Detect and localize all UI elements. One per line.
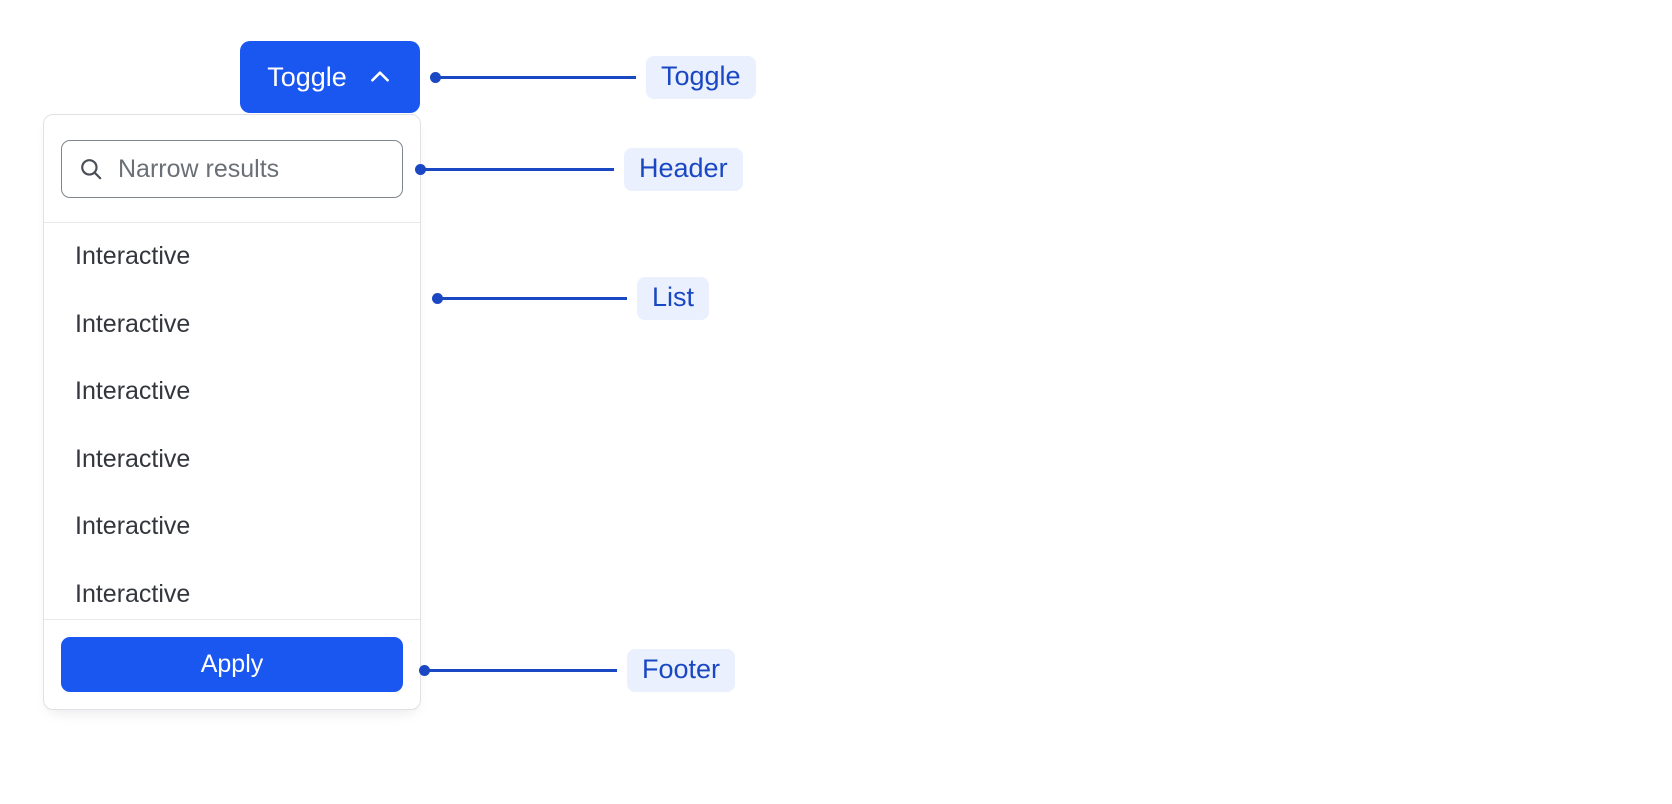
list-item[interactable]: Interactive xyxy=(44,493,420,561)
dropdown-header xyxy=(44,115,420,223)
list-item-label: Interactive xyxy=(75,579,191,608)
list-item[interactable]: Interactive xyxy=(44,223,420,291)
annotation-label: List xyxy=(637,276,710,320)
toggle-button[interactable]: Toggle xyxy=(240,41,420,113)
search-input[interactable] xyxy=(118,154,386,184)
search-icon xyxy=(78,156,104,182)
list-item-label: Interactive xyxy=(75,512,191,541)
toggle-button-label: Toggle xyxy=(267,61,347,92)
apply-button[interactable]: Apply xyxy=(61,637,403,692)
list-item-label: Interactive xyxy=(75,242,191,271)
annotation-dot xyxy=(415,163,426,175)
annotation-line xyxy=(440,75,636,79)
list-item[interactable]: Interactive xyxy=(44,291,420,359)
annotation-line xyxy=(425,167,614,171)
chevron-up-icon xyxy=(367,64,393,90)
annotation-label: Header xyxy=(624,147,743,191)
annotation-line xyxy=(429,668,617,672)
annotation-label: Toggle xyxy=(646,55,756,99)
annotation-dot xyxy=(430,71,441,83)
annotation-label: Footer xyxy=(627,648,736,692)
list-item[interactable]: Interactive xyxy=(44,358,420,426)
list-item[interactable]: Interactive xyxy=(44,426,420,494)
dropdown-list: Interactive Interactive Interactive Inte… xyxy=(44,223,420,619)
list-item-label: Interactive xyxy=(75,377,191,406)
list-item-label: Interactive xyxy=(75,444,191,473)
search-box[interactable] xyxy=(61,140,403,198)
annotation-dot xyxy=(432,292,443,304)
dropdown-panel: Interactive Interactive Interactive Inte… xyxy=(43,114,421,710)
annotation-dot xyxy=(419,664,430,676)
dropdown-footer: Apply xyxy=(44,619,420,709)
list-item[interactable]: Interactive xyxy=(44,561,420,620)
list-item-label: Interactive xyxy=(75,309,191,338)
annotation-line xyxy=(442,296,627,300)
